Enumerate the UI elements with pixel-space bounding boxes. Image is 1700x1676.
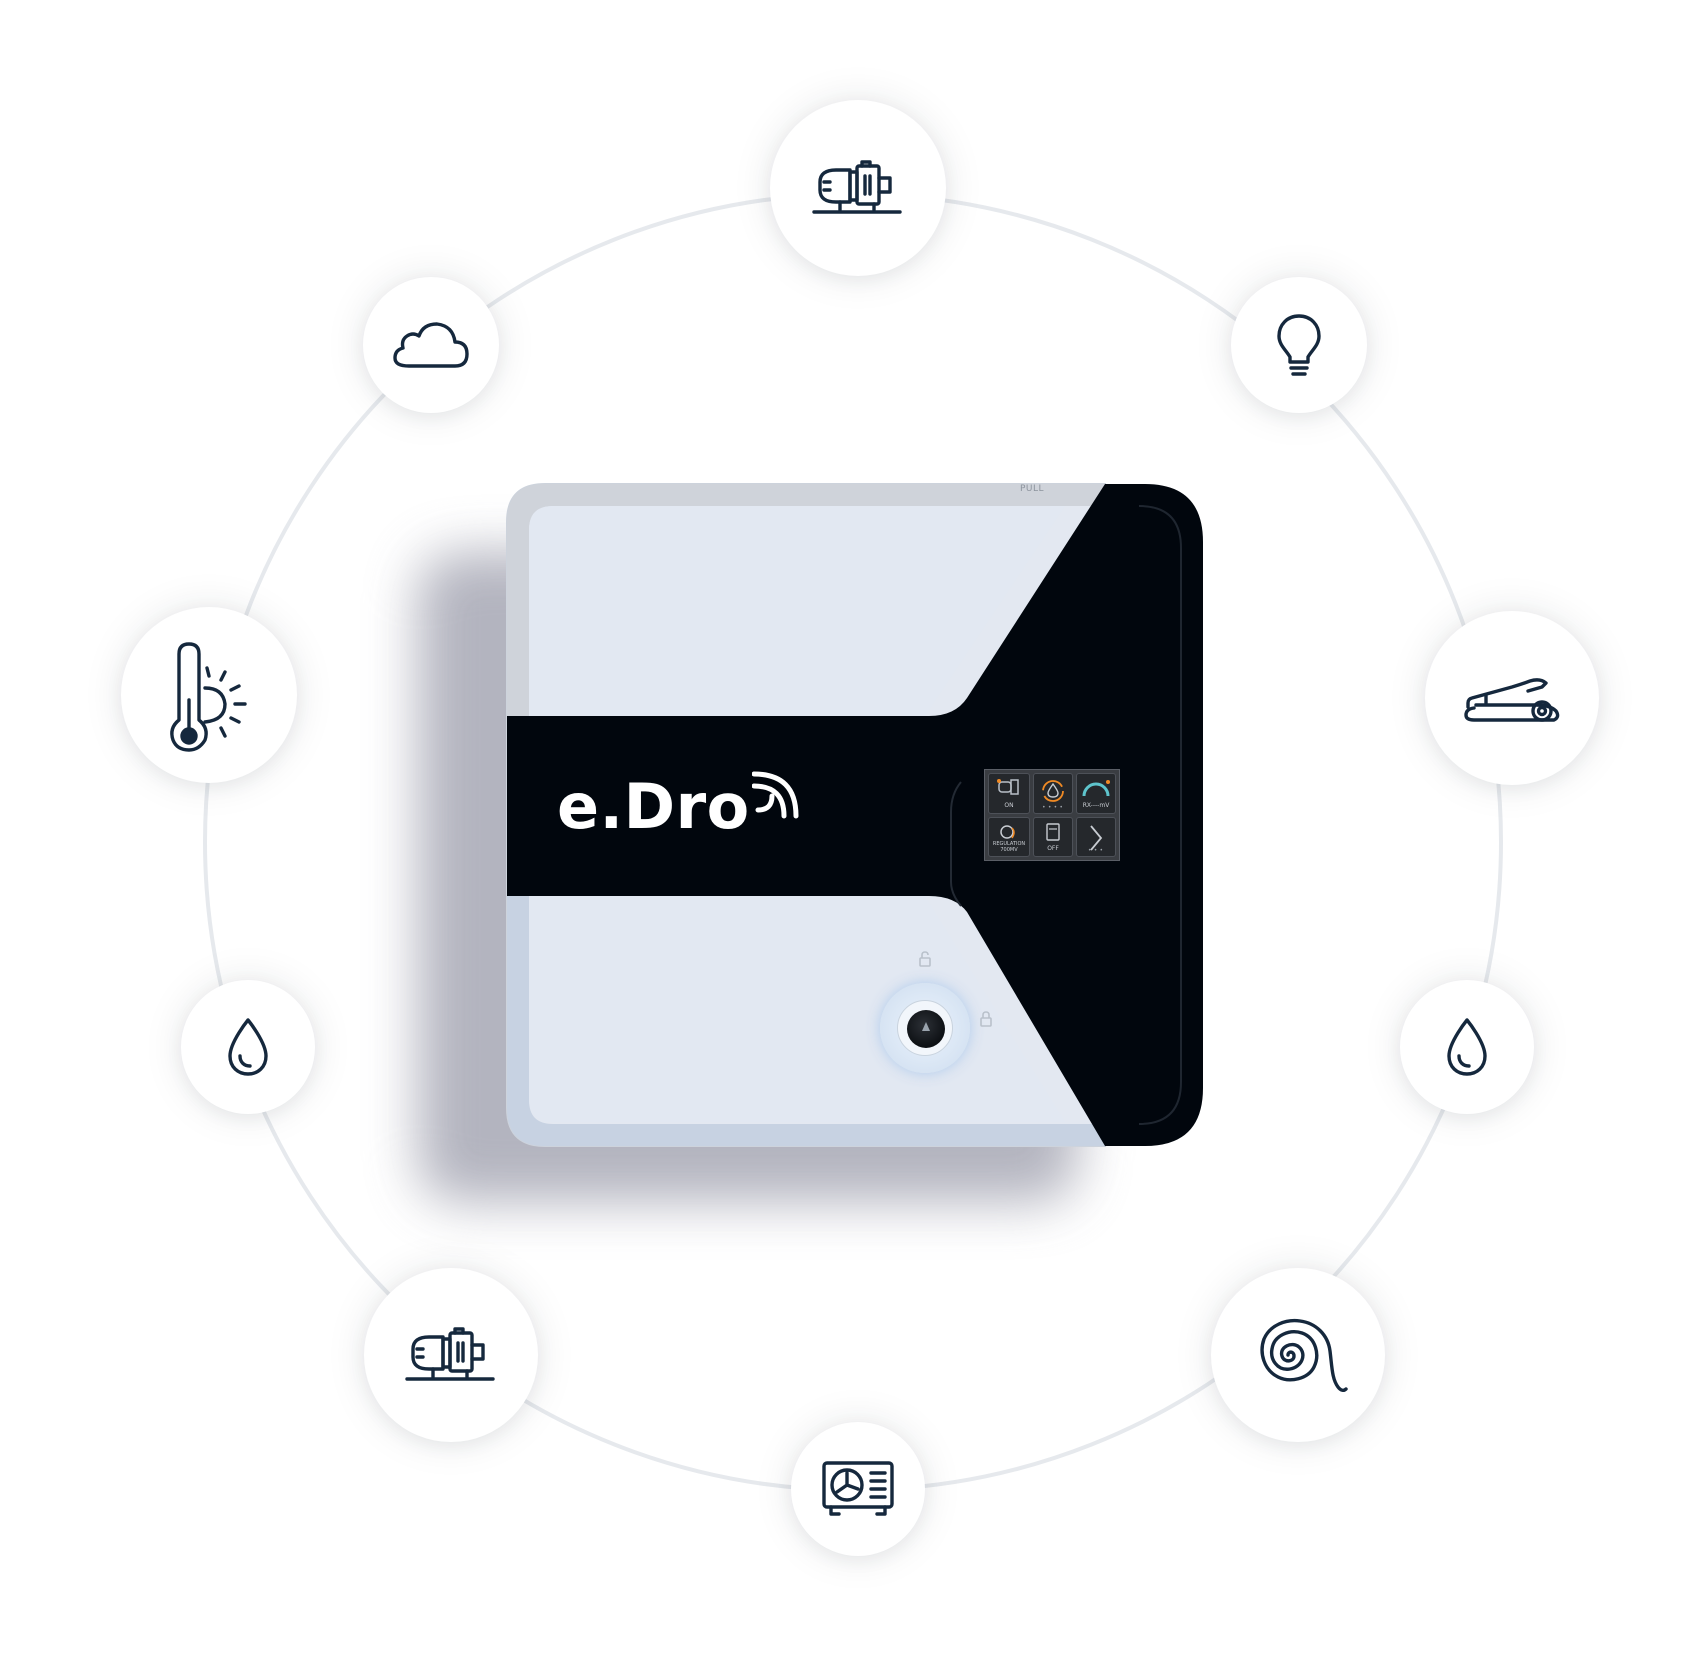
lock-icon xyxy=(980,1011,992,1032)
screen-tile-label: RX----mV xyxy=(1082,801,1110,809)
feature-node-heat-pump xyxy=(791,1422,925,1556)
pool-robot-icon xyxy=(1464,678,1560,722)
screen-tile-dots: • • • xyxy=(1088,848,1104,854)
regulation-icon xyxy=(1000,824,1015,839)
pull-label: PULL xyxy=(1020,484,1045,494)
feature-node-cloud xyxy=(363,277,499,413)
control-knob[interactable] xyxy=(880,983,970,1073)
wifi-icon xyxy=(752,771,799,819)
water-drop-icon xyxy=(1447,1018,1487,1076)
pump-icon xyxy=(405,1327,495,1381)
box-icon xyxy=(1046,822,1060,841)
edro-device xyxy=(505,482,1205,1148)
feature-node-pump-top xyxy=(770,100,946,276)
screen-tile-regulation[interactable]: REGULATION 700MV xyxy=(988,816,1030,857)
drop-refresh-icon xyxy=(1042,780,1064,802)
feature-node-pool-robot xyxy=(1425,611,1599,785)
feature-node-thermometer-sun xyxy=(121,607,297,783)
screen-tile-box[interactable]: OFF xyxy=(1033,816,1073,857)
screen-tile-drop[interactable]: • • • • xyxy=(1033,773,1073,814)
water-drop-icon xyxy=(228,1018,268,1076)
screen-tile-next[interactable]: • • • xyxy=(1076,816,1116,857)
touch-screen[interactable]: ON • • • • RX----mV REGULATION 700MV xyxy=(984,769,1120,861)
device-body xyxy=(506,483,1203,1147)
feature-node-water-drop-left xyxy=(181,980,315,1114)
screen-tile-label: OFF xyxy=(1047,845,1059,853)
feature-node-water-drop-right xyxy=(1400,980,1534,1114)
pump-icon xyxy=(812,160,902,214)
screen-tile-label: ON xyxy=(1004,801,1014,809)
pump-icon xyxy=(997,779,1019,795)
cloud-icon xyxy=(393,322,469,368)
unlock-icon xyxy=(919,951,931,972)
knob-indicator-icon xyxy=(922,1022,930,1031)
feature-node-spiral-heater xyxy=(1211,1268,1385,1442)
heat-pump-icon xyxy=(822,1461,894,1516)
lightbulb-icon xyxy=(1277,314,1321,376)
screen-tile-label: REGULATION 700MV xyxy=(992,841,1026,853)
screen-tile-label: • • • • xyxy=(1042,804,1064,811)
feature-node-lightbulb xyxy=(1231,277,1367,413)
chevron-right-icon xyxy=(1090,824,1103,851)
thermometer-sun-icon xyxy=(170,642,247,752)
spiral-heater-icon xyxy=(1260,1318,1348,1392)
feature-node-pump-bottom xyxy=(364,1268,538,1442)
gauge-icon xyxy=(1082,780,1110,797)
screen-tile-gauge[interactable]: RX----mV xyxy=(1076,773,1116,814)
screen-tile-pump[interactable]: ON xyxy=(988,773,1030,814)
brand-logo: e.Dro xyxy=(557,770,750,843)
